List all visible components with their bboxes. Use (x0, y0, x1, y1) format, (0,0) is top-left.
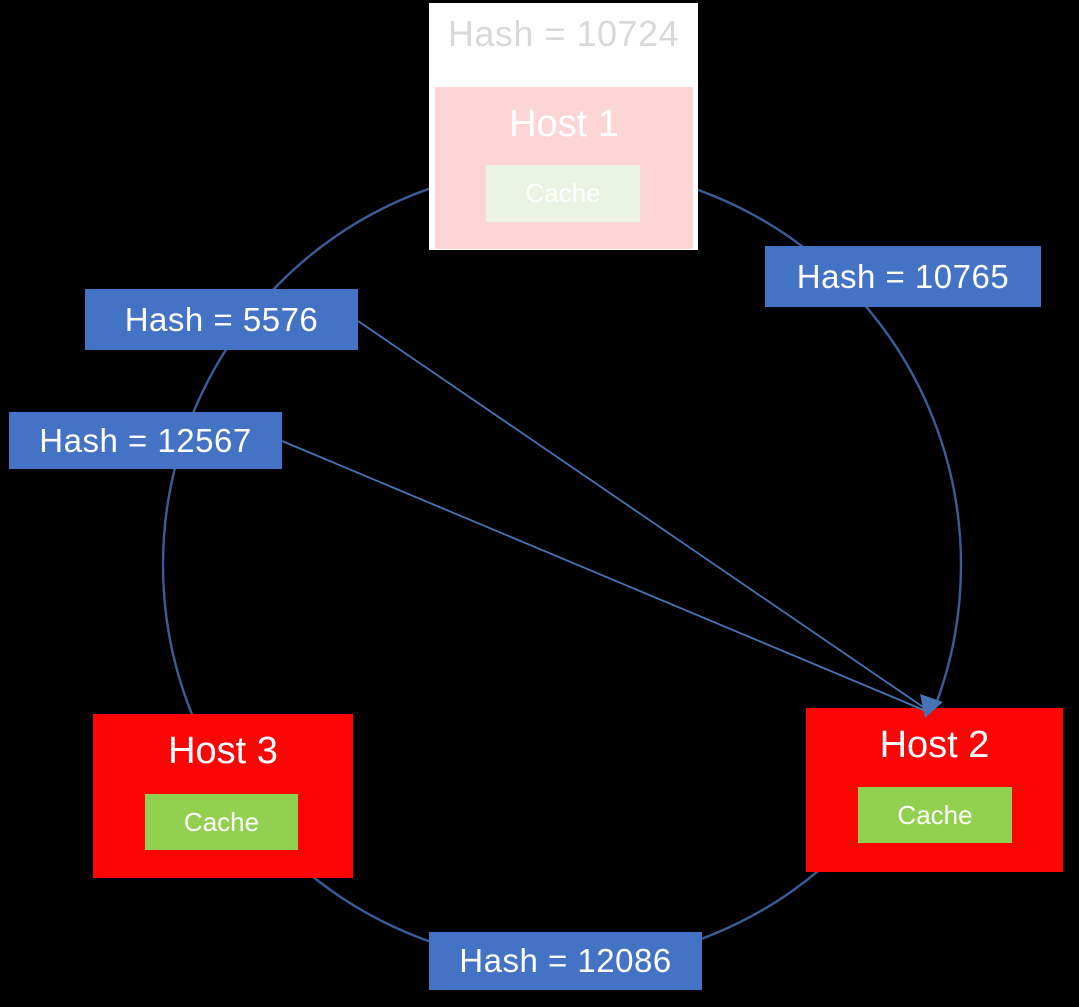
host2-title: Host 2 (879, 724, 990, 766)
host3-cache-box: Cache (145, 794, 298, 850)
host3-title: Host 3 (168, 730, 278, 772)
host1-box: Host 1 Cache (435, 87, 693, 249)
hash-label-5576: Hash = 5576 (85, 289, 358, 350)
hash-label-10765: Hash = 10765 (765, 246, 1041, 307)
host1-removed-group: Hash = 10724 Host 1 Cache (429, 3, 698, 250)
host2-box: Host 2 Cache (806, 708, 1063, 872)
host2-cache-box: Cache (858, 787, 1012, 843)
arrow-line-5576-to-host2 (357, 320, 927, 710)
host1-hash-label: Hash = 10724 (447, 13, 680, 54)
hash-label-12086: Hash = 12086 (429, 932, 702, 990)
host3-box: Host 3 Cache (93, 714, 353, 878)
hash-label-12567: Hash = 12567 (9, 412, 282, 469)
host1-title: Host 1 (509, 103, 619, 145)
arrow-line-12567-to-host2 (281, 440, 927, 712)
host1-cache-box: Cache (486, 165, 640, 222)
